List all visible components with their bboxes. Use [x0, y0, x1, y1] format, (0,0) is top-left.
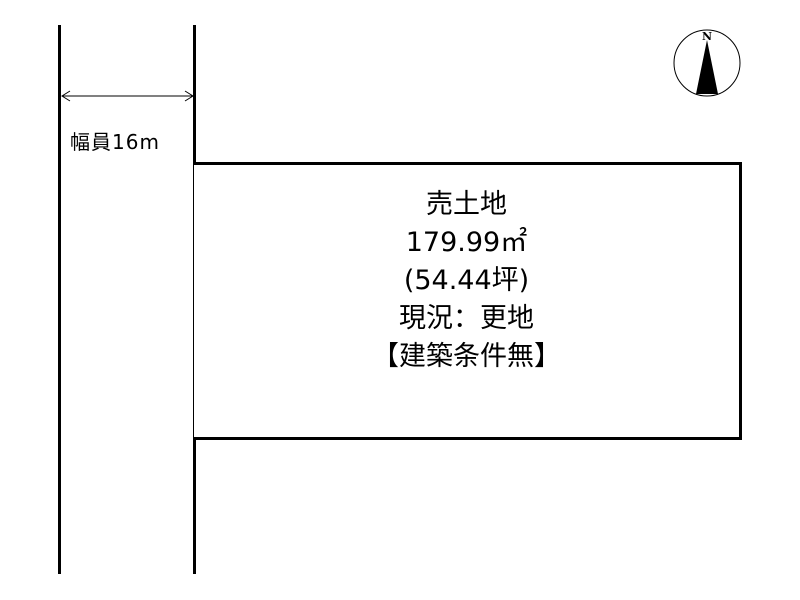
- lot-current-state: 現況：更地: [399, 303, 534, 334]
- lot-conditions: 【建築条件無】: [372, 341, 561, 372]
- north-arrow-icon: N: [672, 28, 742, 98]
- lot-boundary: [194, 162, 742, 440]
- road-width-dimension-arrow: [61, 90, 194, 102]
- lot-area-sqm: 179.99㎡: [405, 227, 528, 258]
- lot-area-tsubo: (54.44坪): [403, 265, 530, 296]
- lot-title: 売土地: [426, 189, 507, 220]
- lot-info: 売土地 179.99㎡ (54.44坪) 現況：更地 【建築条件無】: [194, 186, 739, 376]
- road-width-label: 幅員16m: [70, 130, 160, 154]
- road-west-edge-line: [58, 25, 61, 574]
- compass-north-label: N: [702, 30, 712, 43]
